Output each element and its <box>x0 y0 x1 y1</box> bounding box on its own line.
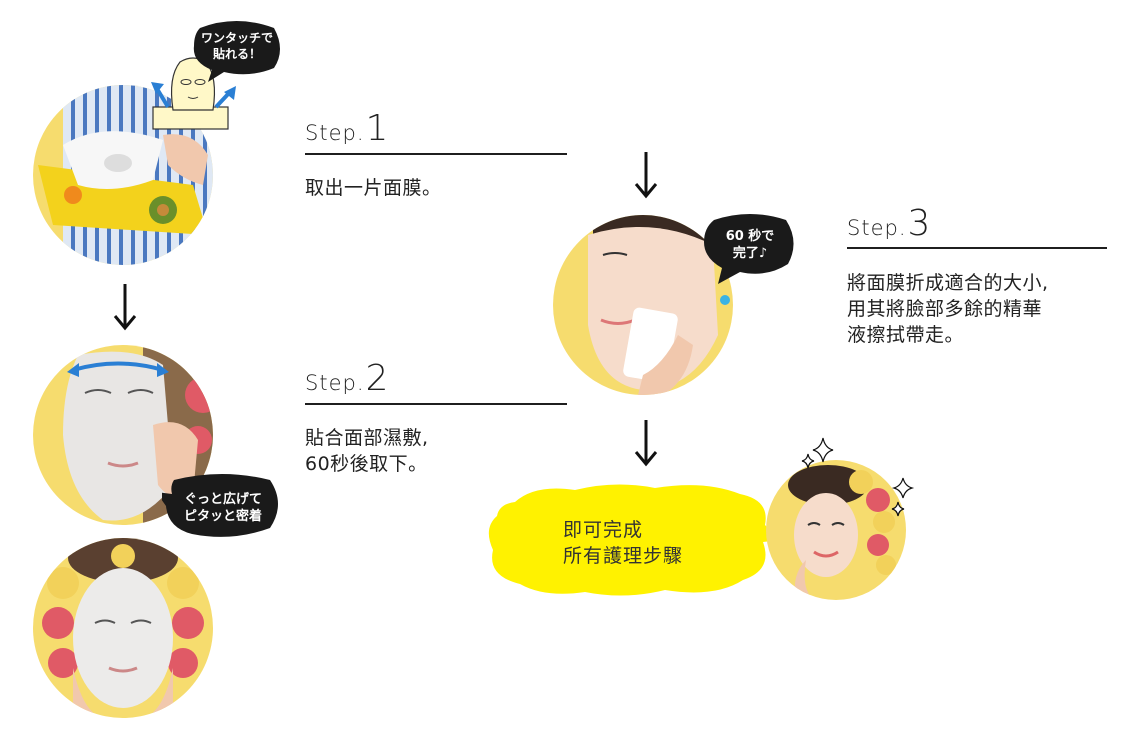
step2-text: 貼合面部濕敷, 60秒後取下。 <box>305 427 429 475</box>
sparkle-icon <box>891 477 915 517</box>
bubble-text-sixty-seconds: 60 秒で 完了♪ <box>725 229 775 261</box>
arrow-down-1-icon <box>113 284 137 331</box>
step2-heading: Step.2 <box>305 358 388 399</box>
arrow-down-2-icon <box>634 152 658 199</box>
speech-bubble-one-touch <box>193 21 280 82</box>
speech-bubble-stretch <box>162 474 278 537</box>
step3-text: 將面膜折成適合的大小, 用其將臉部多餘的精華 液擦拭帶走。 <box>847 272 1049 346</box>
final-photo <box>766 460 906 600</box>
step1-text: 取出一片面膜。 <box>305 177 442 199</box>
step1-number: 1 <box>365 108 389 149</box>
arrow-down-3-icon <box>634 420 658 467</box>
step2-mask-photo <box>33 538 213 718</box>
step2-mask-illustration <box>33 538 213 718</box>
step2-rule <box>305 403 567 405</box>
step1-heading: Step.1 <box>305 108 388 149</box>
final-message: 即可完成 所有護理步驟 <box>563 519 684 567</box>
step3-rule <box>847 247 1107 249</box>
step3-heading: Step.3 <box>847 203 930 244</box>
final-cloud-bubble <box>488 484 780 596</box>
step1-word: Step. <box>305 121 365 145</box>
step3-word: Step. <box>847 216 907 240</box>
step2-number: 2 <box>365 358 389 399</box>
final-illustration <box>766 460 906 600</box>
mask-pack-illustration <box>151 57 236 130</box>
step2-word: Step. <box>305 371 365 395</box>
bubble-text-one-touch: ワンタッチで 貼れる！ <box>200 31 273 61</box>
sparkle-icon <box>801 437 834 469</box>
step1-rule <box>305 153 567 155</box>
step3-photo <box>553 215 733 395</box>
speech-bubble-sixty-seconds <box>704 214 794 284</box>
step3-illustration <box>553 215 733 395</box>
step3-number: 3 <box>907 203 931 244</box>
bubble-text-stretch: ぐっと広げて ピタッと密着 <box>183 492 262 524</box>
